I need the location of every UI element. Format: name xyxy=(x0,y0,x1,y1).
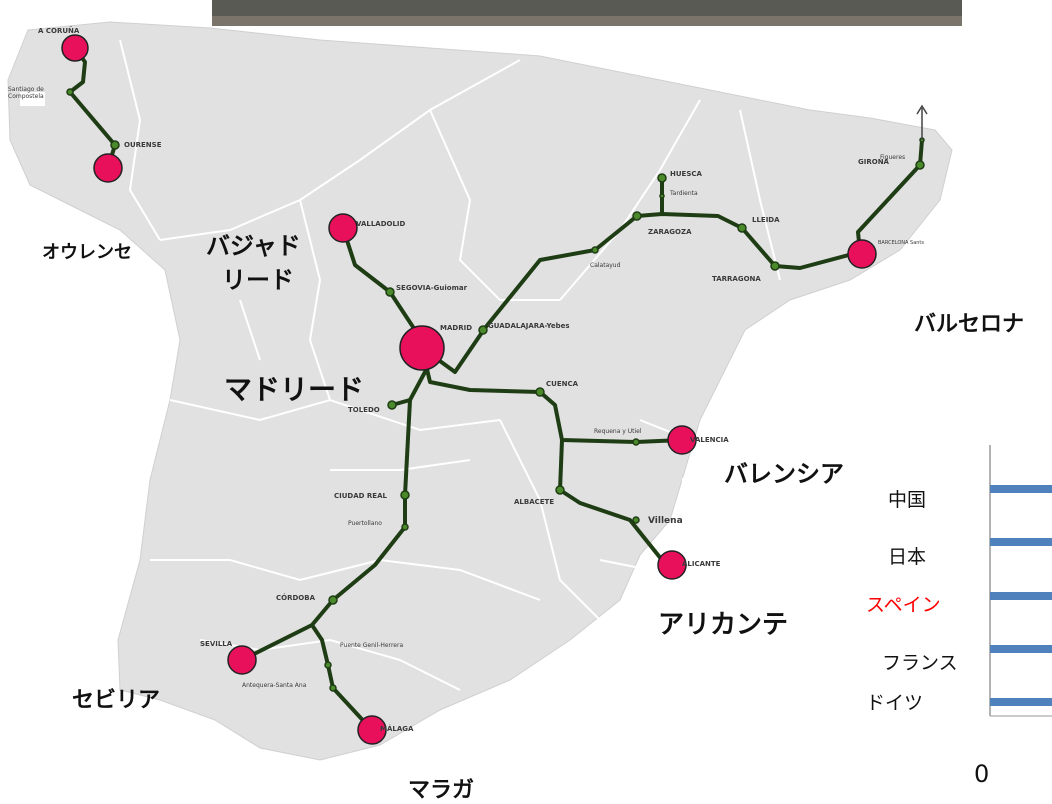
label-madrid: マドリード xyxy=(224,373,365,406)
chart-bar-4 xyxy=(990,698,1052,706)
chart-axis-zero-label: 0 xyxy=(974,760,990,788)
station-label-albacete: ALBACETE xyxy=(514,498,555,506)
station-label-requena: Requena y Utiel xyxy=(594,428,642,435)
country-bar-chart xyxy=(989,445,1052,717)
chart-bar-1 xyxy=(990,538,1052,546)
station-label-madrid: MADRID xyxy=(440,324,472,332)
station-label-toledo: TOLEDO xyxy=(348,406,380,414)
station-label-guadalajara: GUADALAJARA-Yebes xyxy=(488,322,570,330)
chart-bar-3 xyxy=(990,645,1052,653)
station-label-zaragoza: ZARAGOZA xyxy=(648,228,692,236)
label-valencia: バレンシア xyxy=(724,460,844,488)
station-label-sevilla: SEVILLA xyxy=(200,640,233,648)
label-mask-santiago xyxy=(20,92,45,106)
station-node-guadalajara xyxy=(478,325,488,335)
station-label-segovia: SEGOVIA-Guiomar xyxy=(396,284,468,292)
marker-valencia xyxy=(667,425,697,455)
station-label-valladolid: VALLADOLID xyxy=(356,220,406,228)
station-node-albacete xyxy=(555,485,565,495)
station-label-santiago: Santiago de Compostela xyxy=(8,86,44,100)
station-label-figueres: Figueres xyxy=(880,154,906,161)
rail-madrid-valencia xyxy=(420,346,684,444)
station-node-requena xyxy=(632,438,640,446)
label-barcelona: バルセロナ xyxy=(914,312,1025,337)
label-mask-villena xyxy=(682,478,754,524)
chart-label-france: フランス xyxy=(882,652,958,674)
marker-sevilla xyxy=(227,645,257,675)
marker-barcelona xyxy=(847,239,877,269)
station-label-girona: GIRONA xyxy=(858,158,889,166)
station-label-ourense: OURENSE xyxy=(124,141,162,149)
station-node-tardienta xyxy=(659,193,665,199)
station-node-lleida xyxy=(737,223,747,233)
station-label-antequera: Antequera-Santa Ana xyxy=(242,682,307,689)
station-node-santiago xyxy=(66,88,74,96)
chart-label-germany: ドイツ xyxy=(866,692,924,714)
station-node-cordoba xyxy=(328,595,338,605)
marker-a-coruna xyxy=(61,34,89,62)
region-borders xyxy=(119,39,781,691)
station-node-puertollano xyxy=(401,523,409,531)
chart-bar-2 xyxy=(990,592,1052,600)
north-arrow-icon xyxy=(916,104,928,140)
station-node-ciudad-real xyxy=(400,490,410,500)
station-label-a-coruna: A CORUÑA xyxy=(38,27,80,35)
chart-label-japan: 日本 xyxy=(888,546,927,568)
station-node-tarragona xyxy=(770,261,780,271)
rail-albacete xyxy=(558,438,668,567)
station-label-tardienta: Tardienta xyxy=(670,190,698,197)
station-label-lleida: LLEIDA xyxy=(752,216,780,224)
station-node-calatayud xyxy=(591,246,599,254)
label-alicante: アリカンテ xyxy=(658,610,789,640)
station-label-malaga: MÁLAGA xyxy=(380,725,414,733)
station-nodes xyxy=(66,88,925,692)
station-label-puertollano: Puertollano xyxy=(348,520,382,527)
marker-ourense xyxy=(93,153,123,183)
station-label-valencia: VALENCIA xyxy=(690,436,729,444)
station-label-ciudad-real: CIUDAD REAL xyxy=(334,492,387,500)
station-node-huesca xyxy=(657,173,667,183)
marker-valladolid xyxy=(328,213,358,243)
station-label-alicante: ALICANTE xyxy=(682,560,721,568)
label-ourense: オウレンセ xyxy=(42,242,132,263)
station-node-segovia xyxy=(385,287,395,297)
city-markers xyxy=(61,34,877,745)
marker-malaga xyxy=(357,715,387,745)
station-label-cordoba: CÓRDOBA xyxy=(276,594,315,602)
marker-madrid xyxy=(399,325,445,371)
station-node-cuenca xyxy=(535,387,545,397)
marker-alicante xyxy=(657,550,687,580)
station-node-girona xyxy=(915,160,925,170)
station-node-toledo xyxy=(387,400,397,410)
station-label-puente-genil: Puente Genil-Herrera xyxy=(340,642,404,649)
station-node-antequera xyxy=(329,684,337,692)
station-label-barcelona: BARCELONA Sants xyxy=(878,240,924,246)
station-node-zaragoza xyxy=(632,211,642,221)
chart-label-china: 中国 xyxy=(888,489,927,511)
station-label-tarragona: TARRAGONA xyxy=(712,275,761,283)
station-node-ourense-junction xyxy=(110,140,120,150)
label-valladolid-line2: リード xyxy=(222,266,294,294)
chart-bar-0 xyxy=(990,485,1052,493)
station-label-calatayud: Calatayud xyxy=(590,262,621,269)
station-label-villena: Villena xyxy=(648,516,683,526)
label-valladolid-line1: バジャド xyxy=(206,232,301,260)
label-sevilla: セビリア xyxy=(72,688,161,713)
station-label-huesca: HUESCA xyxy=(670,170,702,178)
station-node-villena xyxy=(632,516,640,524)
station-label-cuenca: CUENCA xyxy=(546,380,579,388)
station-node-puente-genil xyxy=(324,661,332,669)
label-malaga: マラガ xyxy=(408,778,475,803)
chart-label-spain: スペイン xyxy=(866,594,941,616)
